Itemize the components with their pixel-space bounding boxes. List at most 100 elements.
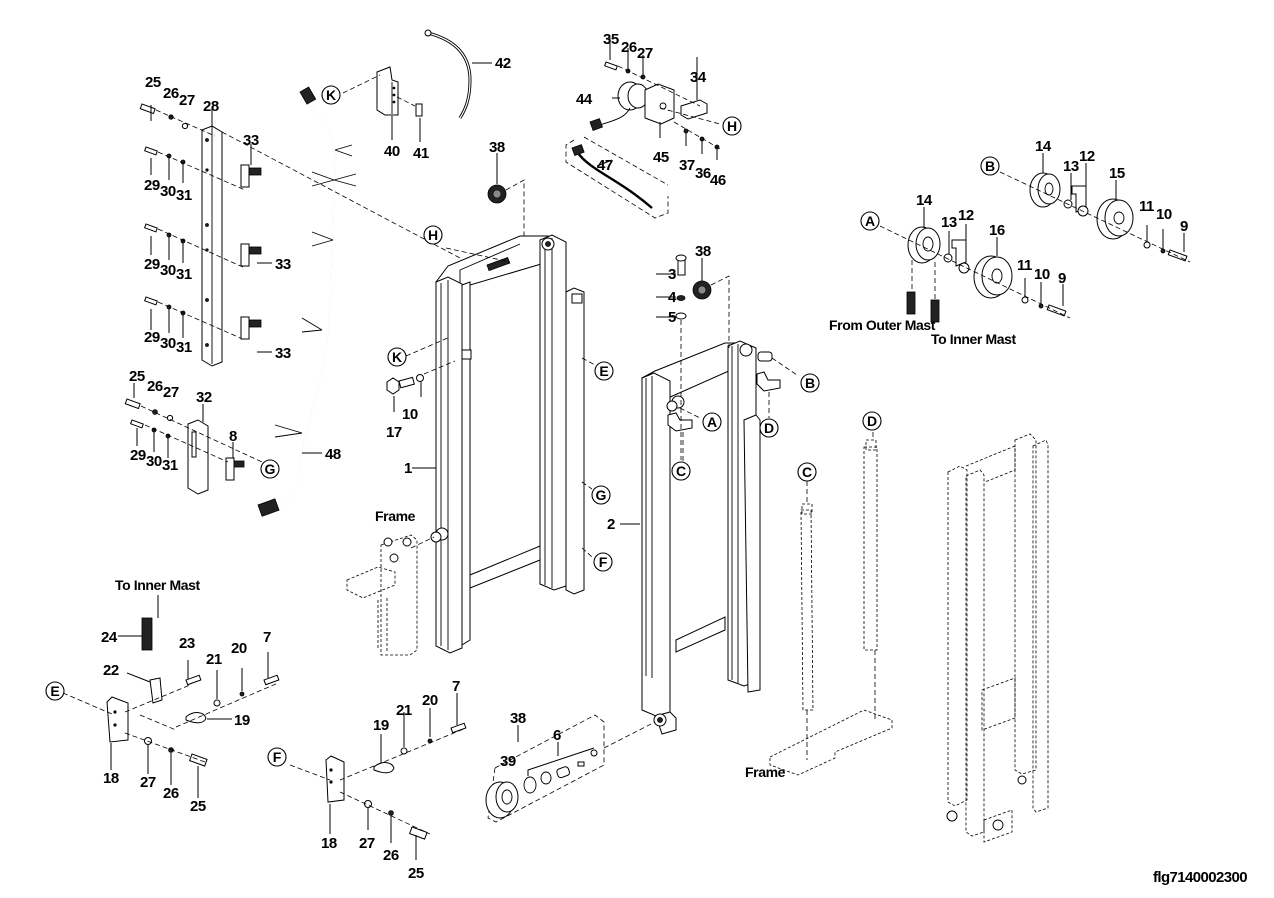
callout: 1 — [404, 460, 412, 477]
svg-text:H: H — [428, 227, 438, 243]
svg-text:F: F — [273, 749, 282, 765]
callout: 42 — [495, 55, 511, 72]
ref-marker-e: E — [45, 681, 65, 701]
proximity-sensor-icon — [240, 164, 262, 340]
callout-labels: 25 26 27 28 33 29 30 31 29 30 31 33 29 3… — [101, 31, 1189, 882]
callout: 18 — [321, 835, 337, 852]
callout: 10 — [1034, 266, 1050, 283]
svg-text:A: A — [865, 213, 875, 229]
svg-text:B: B — [805, 375, 815, 391]
callout: 27 — [163, 384, 179, 401]
callout: 38 — [695, 243, 711, 260]
callout: 27 — [637, 45, 653, 62]
callout: 21 — [206, 651, 222, 668]
svg-text:K: K — [326, 87, 336, 103]
callout: 30 — [160, 262, 176, 279]
callout: 2 — [607, 516, 615, 533]
callout: 15 — [1109, 165, 1125, 182]
svg-text:G: G — [265, 461, 276, 477]
callout: 31 — [176, 266, 192, 283]
ref-marker-k: K — [321, 85, 341, 105]
svg-text:D: D — [764, 420, 774, 436]
sheave-group-a — [879, 207, 1071, 323]
callout: 30 — [160, 183, 176, 200]
figure-id: flg7140002300 — [1153, 869, 1247, 886]
ref-marker-h: H — [423, 225, 443, 245]
callout: 40 — [384, 143, 400, 160]
sheave-group-b — [999, 153, 1191, 263]
ref-marker-g: G — [260, 459, 280, 479]
lower-sensor-bracket-group — [124, 383, 263, 495]
ref-marker-c: C — [797, 462, 817, 482]
callout: 7 — [452, 678, 460, 695]
callout: 25 — [145, 74, 161, 91]
callout: 31 — [162, 457, 178, 474]
callout: 34 — [690, 69, 707, 86]
callout: 31 — [176, 339, 192, 356]
ref-marker-e: E — [594, 361, 614, 381]
callout: 5 — [668, 309, 676, 326]
callout: 26 — [163, 85, 179, 102]
ref-marker-c: C — [671, 461, 691, 481]
callout: 33 — [275, 256, 291, 273]
callout: 25 — [408, 865, 424, 882]
callout: 33 — [243, 132, 259, 149]
callout: 7 — [263, 629, 271, 646]
wire-harness-48 — [257, 86, 357, 517]
ref-marker-f: F — [267, 747, 287, 767]
ref-marker-h: H — [722, 116, 742, 136]
callout: 11 — [1139, 198, 1154, 215]
callout: 33 — [275, 345, 291, 362]
callout: 14 — [1035, 138, 1052, 155]
callout: 47 — [597, 157, 613, 174]
svg-text:C: C — [676, 463, 686, 479]
callout: 21 — [396, 702, 412, 719]
callout: 23 — [179, 635, 195, 652]
svg-text:E: E — [50, 683, 59, 699]
callout: 26 — [163, 785, 179, 802]
callout: 11 — [1017, 257, 1032, 274]
svg-text:F: F — [599, 554, 608, 570]
callout: 10 — [402, 406, 418, 423]
callout: 6 — [553, 727, 561, 744]
callout: 3 — [668, 266, 676, 283]
sensor-rail-group — [139, 103, 461, 367]
note-frame: Frame — [745, 764, 786, 780]
svg-text:C: C — [802, 464, 812, 480]
callout: 29 — [144, 256, 160, 273]
callout: 9 — [1180, 218, 1188, 235]
callout: 37 — [679, 157, 695, 174]
note-to-inner-mast: To Inner Mast — [931, 331, 1017, 347]
ref-marker-f: F — [593, 552, 613, 572]
callout: 22 — [103, 662, 119, 679]
svg-text:E: E — [599, 363, 608, 379]
callout: 24 — [101, 629, 118, 646]
callout: 19 — [234, 712, 250, 729]
upper-bracket-group — [342, 29, 492, 142]
svg-text:G: G — [596, 487, 607, 503]
callout: 45 — [653, 149, 669, 166]
inner-mast-2 — [620, 254, 798, 735]
callout: 44 — [576, 91, 593, 108]
note-from-outer-mast: From Outer Mast — [829, 317, 936, 333]
callout: 35 — [603, 31, 619, 48]
callout: 16 — [989, 222, 1005, 239]
callout: 46 — [710, 172, 726, 189]
mast-roller-38 — [487, 153, 525, 261]
callout: 13 — [941, 214, 957, 231]
callout: 29 — [130, 447, 146, 464]
callout: 10 — [1156, 206, 1172, 223]
callout: 31 — [176, 187, 192, 204]
callout: 27 — [359, 835, 375, 852]
outer-mast-1 — [386, 234, 596, 654]
svg-text:B: B — [985, 158, 995, 174]
callout: 18 — [103, 770, 119, 787]
callout: 32 — [196, 389, 212, 406]
callout: 9 — [1058, 270, 1066, 287]
roller-kit-38 — [485, 714, 656, 823]
ref-marker-a: A — [860, 211, 880, 231]
callout: 36 — [695, 165, 711, 182]
callout: 41 — [413, 145, 429, 162]
callout: 25 — [190, 798, 206, 815]
